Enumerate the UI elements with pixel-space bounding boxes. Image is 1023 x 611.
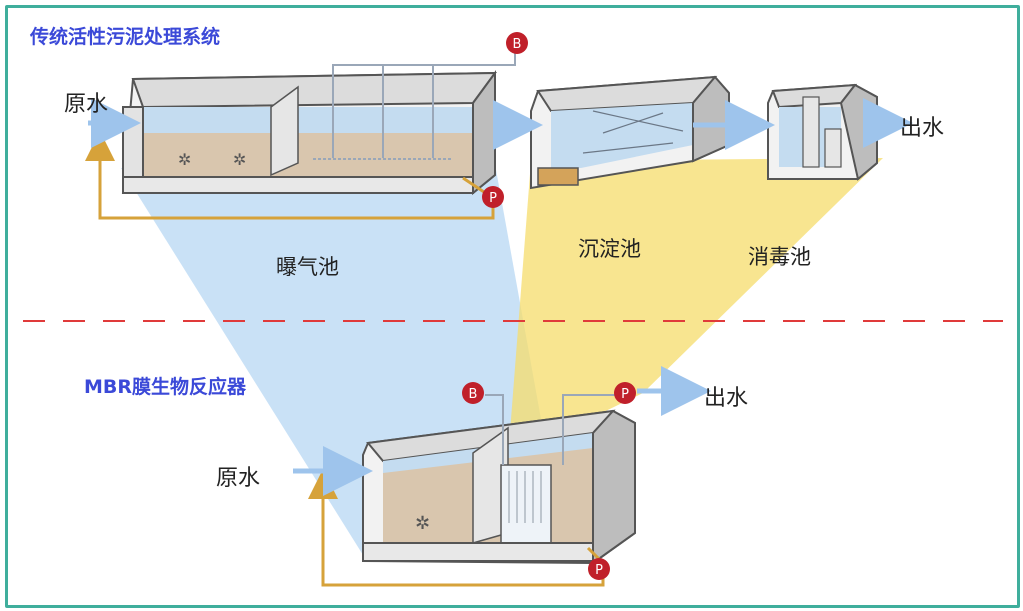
diagram-frame: ✲ ✲: [5, 5, 1020, 608]
svg-text:✲: ✲: [233, 150, 246, 169]
label-disinfection-tank: 消毒池: [748, 245, 811, 269]
label-outlet-top: 出水: [900, 116, 945, 141]
svg-text:✲: ✲: [178, 150, 191, 169]
label-raw-water-bottom: 原水: [216, 466, 261, 491]
title-mbr-reactor: MBR膜生物反应器: [84, 376, 247, 398]
return-sludge-line-top: [85, 131, 495, 220]
label-outlet-bottom: 出水: [704, 386, 749, 411]
settling-tank-top: [530, 75, 730, 190]
svg-text:P: P: [621, 387, 629, 402]
diagram-canvas: ✲ ✲: [23, 32, 1003, 587]
pump-marker-return-bottom: P: [588, 558, 610, 580]
svg-text:✲: ✲: [415, 513, 430, 534]
svg-text:P: P: [489, 191, 497, 206]
aeration-tank-top: ✲ ✲: [121, 43, 516, 196]
svg-text:P: P: [595, 563, 603, 578]
pump-marker-top: P: [482, 186, 504, 208]
svg-text:B: B: [469, 387, 478, 402]
label-aeration-tank: 曝气池: [276, 255, 339, 279]
svg-text:B: B: [513, 37, 522, 52]
title-conventional-system: 传统活性污泥处理系统: [30, 26, 221, 48]
mbr-tank: ✲: [362, 394, 636, 565]
label-settling-tank: 沉淀池: [578, 237, 641, 261]
return-sludge-line-bottom: [308, 469, 605, 587]
treatment-projection-beam: [508, 158, 883, 458]
blower-marker-top: B: [506, 32, 528, 54]
pump-marker-outlet-bottom: P: [614, 382, 636, 404]
label-raw-water-top: 原水: [64, 92, 109, 117]
disinfection-tank-top: [767, 83, 878, 181]
blower-marker-bottom: B: [462, 382, 484, 404]
